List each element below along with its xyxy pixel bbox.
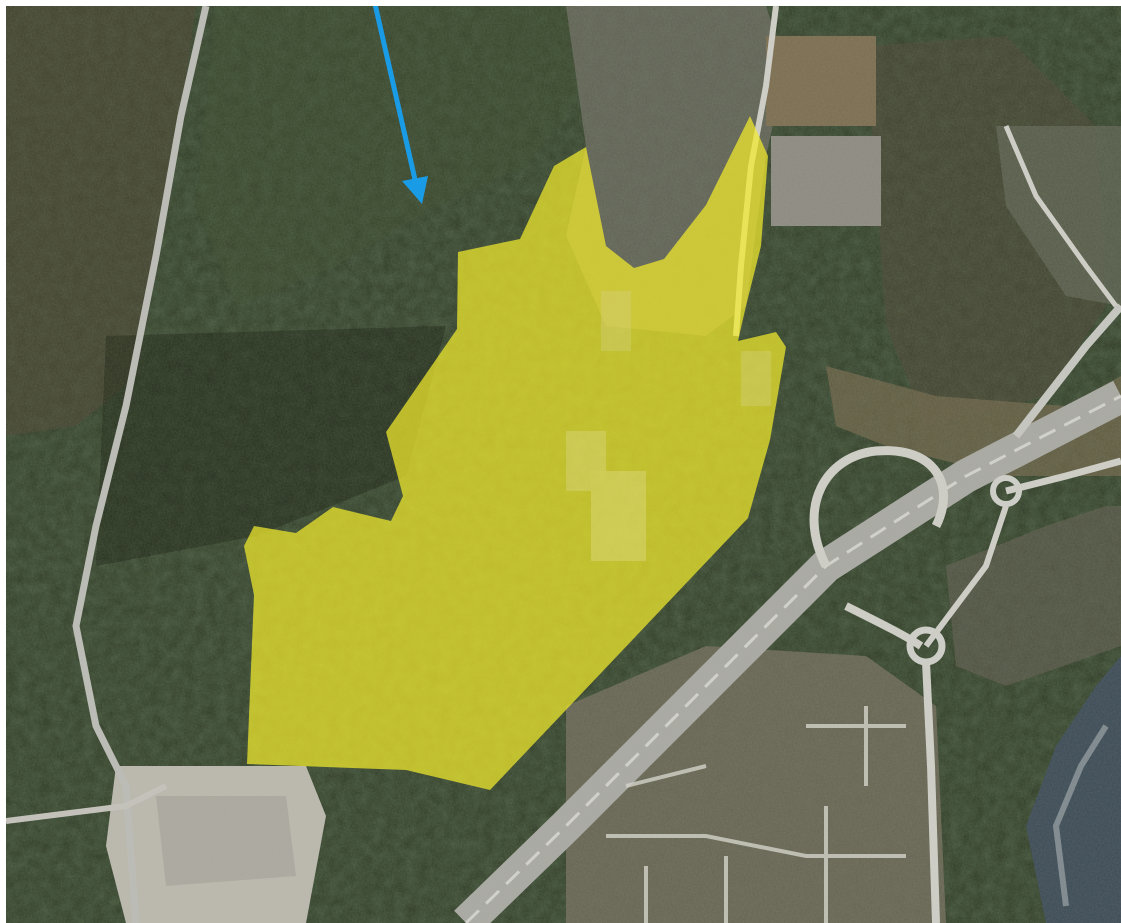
industrial-buildings — [566, 291, 771, 561]
highlighted-area[interactable] — [244, 116, 786, 790]
aerial-map[interactable] — [6, 6, 1121, 923]
arrow-down-icon — [372, 6, 428, 204]
